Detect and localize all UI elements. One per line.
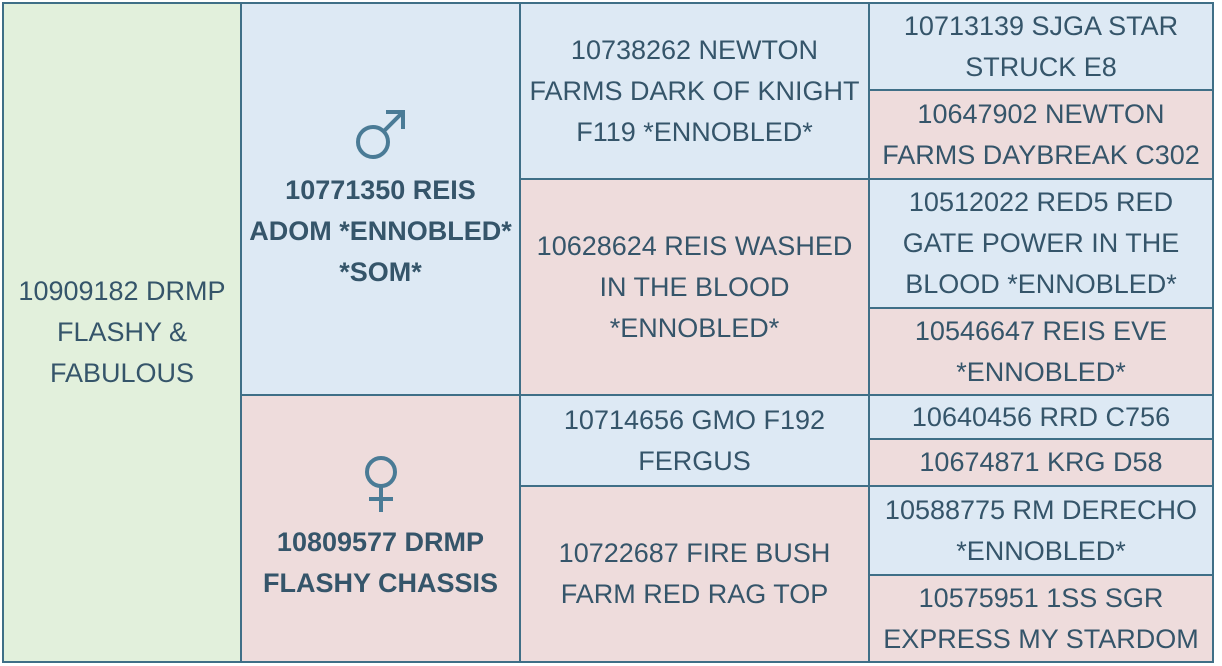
sire-dam-cell: 10628624 REIS WASHED IN THE BLOOD *ENNOB…	[519, 178, 870, 396]
great-grandparent-name: 10713139 SJGA STAR STRUCK E8	[903, 10, 1179, 82]
great-grandparent-cell: 10588775 RM DERECHO *ENNOBLED*	[868, 485, 1214, 576]
great-grandparent-name: 10575951 1SS SGR EXPRESS MY STARDOM	[883, 582, 1199, 654]
subject-cell: 10909182 DRMP FLASHY & FABULOUS	[2, 2, 242, 663]
dam-sire-cell: 10714656 GMO F192 FERGUS	[519, 394, 870, 487]
dam-dam-name: 10722687 FIRE BUSH FARM RED RAG TOP	[558, 538, 831, 609]
great-grandparent-cell: 10640456 RRD C756	[868, 394, 1214, 440]
great-grandparent-cell: 10674871 KRG D58	[868, 438, 1214, 487]
subject-name: 10909182 DRMP FLASHY & FABULOUS	[18, 276, 226, 388]
great-grandparent-name: 10647902 NEWTON FARMS DAYBREAK C302	[882, 98, 1200, 170]
great-grandparent-cell: 10575951 1SS SGR EXPRESS MY STARDOM	[868, 574, 1214, 663]
female-symbol-icon	[359, 454, 403, 514]
great-grandparent-name: 10640456 RRD C756	[911, 401, 1171, 432]
great-grandparent-cell: 10512022 RED5 RED GATE POWER IN THE BLOO…	[868, 178, 1214, 309]
male-symbol-icon	[353, 106, 409, 162]
great-grandparent-cell: 10647902 NEWTON FARMS DAYBREAK C302	[868, 89, 1214, 180]
great-grandparent-name: 10512022 RED5 RED GATE POWER IN THE BLOO…	[902, 187, 1180, 299]
sire-cell: 10771350 REIS ADOM *ENNOBLED* *SOM*	[240, 2, 521, 396]
great-grandparent-name: 10546647 REIS EVE *ENNOBLED*	[914, 315, 1168, 387]
dam-sire-name: 10714656 GMO F192 FERGUS	[563, 404, 826, 476]
sire-dam-name: 10628624 REIS WASHED IN THE BLOOD *ENNOB…	[536, 230, 853, 343]
dam-cell: 10809577 DRMP FLASHY CHASSIS	[240, 394, 521, 663]
great-grandparent-cell: 10713139 SJGA STAR STRUCK E8	[868, 2, 1214, 91]
dam-dam-cell: 10722687 FIRE BUSH FARM RED RAG TOP	[519, 485, 870, 663]
sire-name: 10771350 REIS ADOM *ENNOBLED* *SOM*	[249, 174, 512, 287]
great-grandparent-name: 10674871 KRG D58	[919, 447, 1163, 477]
sire-sire-name: 10738262 NEWTON FARMS DARK OF KNIGHT F11…	[529, 34, 860, 147]
great-grandparent-name: 10588775 RM DERECHO *ENNOBLED*	[884, 494, 1198, 566]
sire-sire-cell: 10738262 NEWTON FARMS DARK OF KNIGHT F11…	[519, 2, 870, 180]
great-grandparent-cell: 10546647 REIS EVE *ENNOBLED*	[868, 307, 1214, 396]
dam-name: 10809577 DRMP FLASHY CHASSIS	[262, 526, 499, 598]
